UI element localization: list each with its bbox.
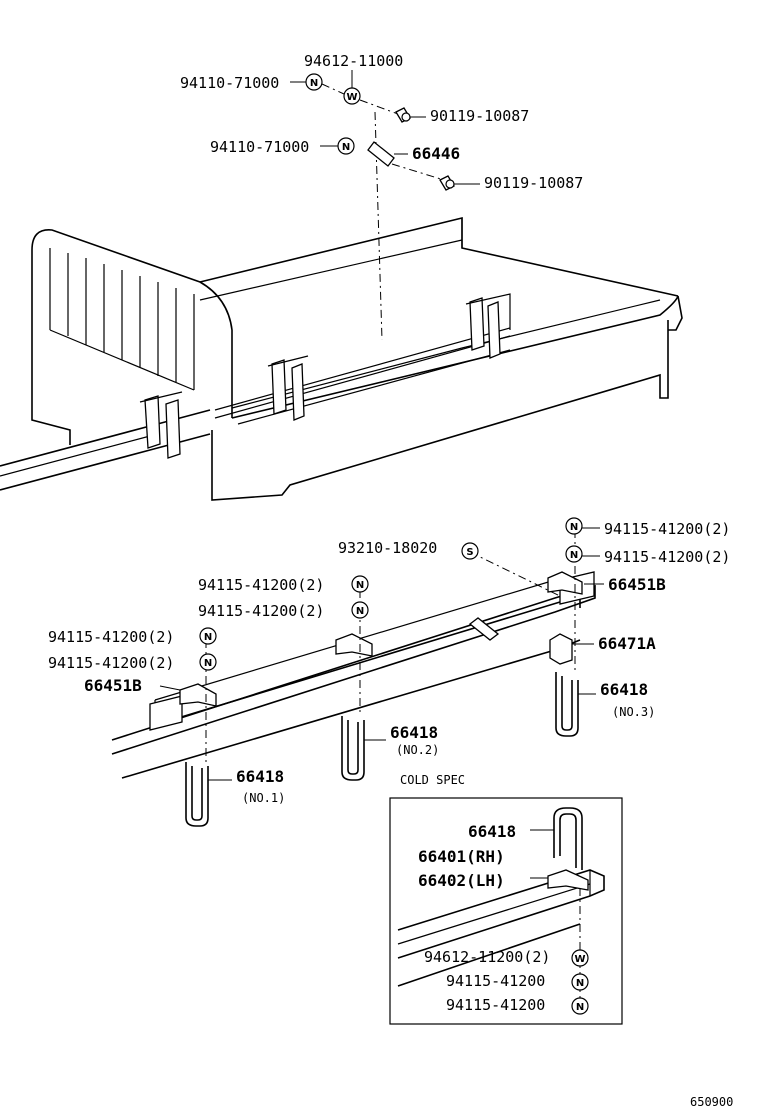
label-66418-no3-sub: (NO.3) [612, 705, 655, 719]
label-94110-71000-b: 94110-71000 [210, 138, 309, 156]
label-66471a: 66471A [598, 634, 656, 653]
label-94110-71000-a: 94110-71000 [180, 74, 279, 92]
cold-label-66402: 66402(LH) [418, 871, 505, 890]
label-90119-10087-a: 90119-10087 [430, 107, 529, 125]
spacer-tube-icon [367, 141, 395, 167]
washer-icon: W [571, 949, 589, 967]
label-94115-41200-r2: 94115-41200(2) [604, 548, 730, 566]
svg-text:N: N [576, 1002, 584, 1013]
label-66418-no1-sub: (NO.1) [242, 791, 285, 805]
nut-icon: N [571, 997, 589, 1015]
cold-label-66418: 66418 [468, 822, 516, 841]
bracket-66451b-right [547, 571, 583, 595]
svg-text:N: N [342, 142, 350, 153]
cold-label-66401: 66401(RH) [418, 847, 505, 866]
spacer-icon: S [461, 542, 479, 560]
svg-text:N: N [204, 658, 212, 669]
frame-assembly [111, 530, 596, 827]
truck-bed [0, 111, 683, 501]
cold-label-94612-11200: 94612-11200(2) [424, 948, 550, 966]
washer-icon: W [343, 87, 361, 105]
u-bolt-no3 [555, 672, 579, 737]
label-94115-41200-l2: 94115-41200(2) [48, 654, 174, 672]
bed-bracket-right [465, 293, 511, 359]
nut-icon: N [199, 653, 217, 671]
cold-bracket [547, 869, 589, 891]
label-90119-10087-b: 90119-10087 [484, 174, 583, 192]
label-66446: 66446 [412, 144, 460, 163]
label-66418-no2: 66418 [390, 723, 438, 742]
bed-bracket-left [139, 391, 183, 459]
svg-text:N: N [576, 978, 584, 989]
nut-icon: N [351, 575, 369, 593]
nut-icon: N [565, 545, 583, 563]
label-66451b-right: 66451B [608, 575, 666, 594]
nut-icon: N [565, 517, 583, 535]
nut-icon: N [305, 73, 323, 91]
nut-icon: N [571, 973, 589, 991]
cold-spec-inset: COLD SPEC 66418 66401(RH) 66402(LH) 9461… [389, 773, 623, 1025]
svg-text:N: N [204, 632, 212, 643]
spacer-stud-icon [468, 617, 500, 641]
bolt-icon [439, 175, 455, 191]
svg-text:N: N [570, 550, 578, 561]
nut-icon: N [351, 601, 369, 619]
label-66418-no1: 66418 [236, 767, 284, 786]
cold-spec-title: COLD SPEC [400, 773, 465, 787]
cold-label-94115-41200-b: 94115-41200 [446, 996, 545, 1014]
svg-text:W: W [346, 92, 357, 103]
label-93210-18020: 93210-18020 [338, 539, 437, 557]
cold-u-bolt [553, 807, 583, 870]
bracket-66471a [549, 633, 573, 665]
u-bolt-no1 [185, 762, 209, 827]
label-94115-41200-r1: 94115-41200(2) [604, 520, 730, 538]
label-94115-41200-m2: 94115-41200(2) [198, 602, 324, 620]
label-94115-41200-m1: 94115-41200(2) [198, 576, 324, 594]
diagram-code: 650900 [690, 1095, 733, 1109]
svg-text:N: N [570, 522, 578, 533]
label-94612-11000: 94612-11000 [304, 52, 403, 70]
cold-label-94115-41200-a: 94115-41200 [446, 972, 545, 990]
svg-text:N: N [310, 78, 318, 89]
label-66451b-left: 66451B [84, 676, 142, 695]
bracket-middle [335, 633, 373, 657]
top-parts: 94612-11000 W 94110-71000 N 90119-10087 … [180, 52, 583, 192]
nut-icon: N [199, 627, 217, 645]
bed-bracket-middle [267, 355, 309, 421]
svg-text:W: W [574, 954, 585, 965]
u-bolt-no2 [341, 716, 365, 781]
bracket-66451b-left [179, 683, 217, 707]
label-66418-no3: 66418 [600, 680, 648, 699]
svg-text:S: S [466, 547, 473, 558]
label-94115-41200-l1: 94115-41200(2) [48, 628, 174, 646]
nut-icon: N [337, 137, 355, 155]
svg-text:N: N [356, 606, 364, 617]
svg-text:N: N [356, 580, 364, 591]
label-66418-no2-sub: (NO.2) [396, 743, 439, 757]
bolt-icon [395, 107, 411, 123]
